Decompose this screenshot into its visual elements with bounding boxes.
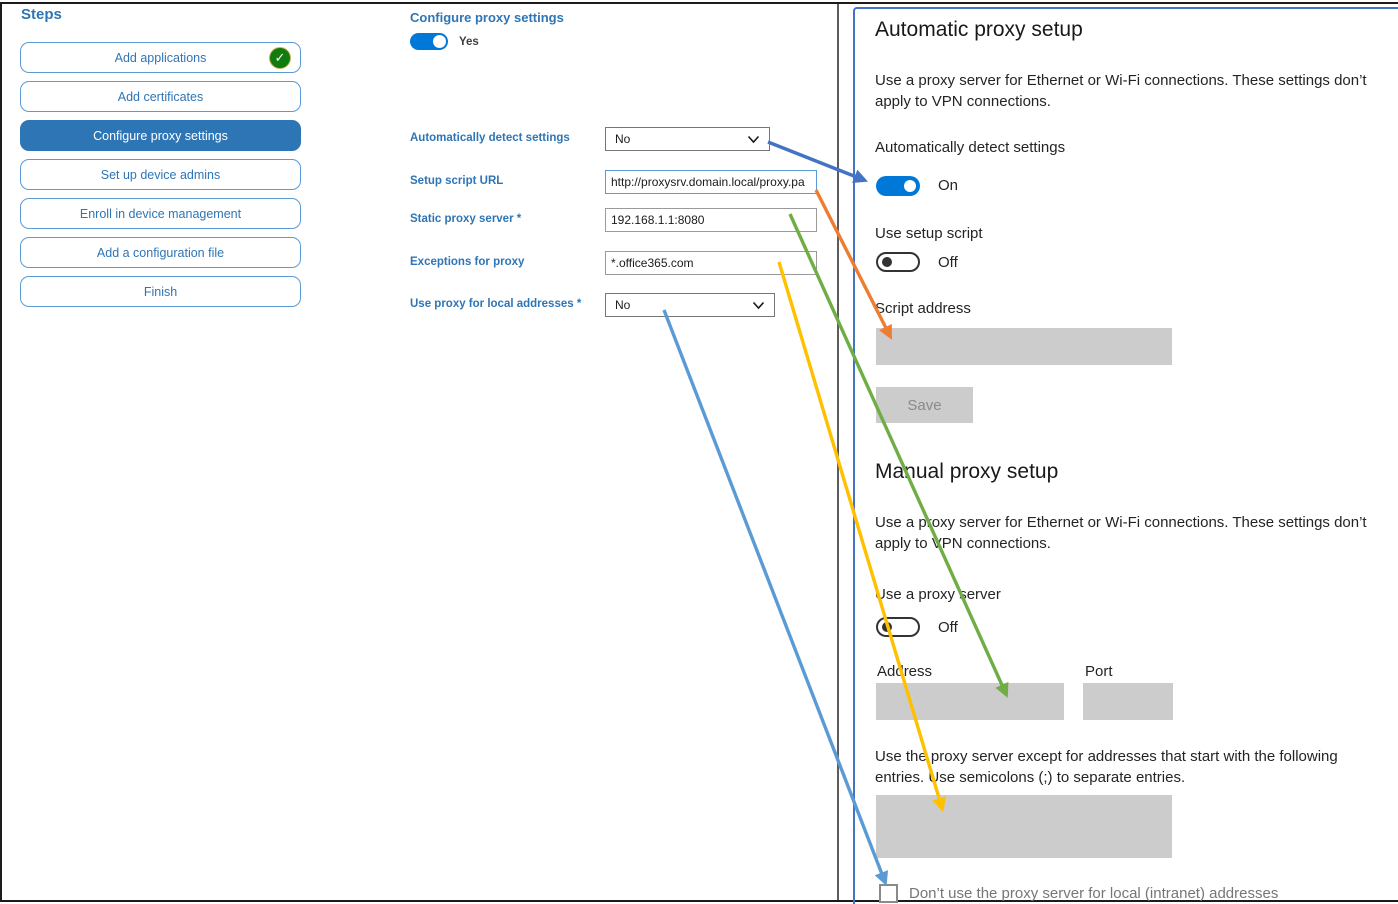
local-addresses-checkbox[interactable] <box>879 884 898 903</box>
proxy-exceptions-description: Use the proxy server except for addresse… <box>875 748 1338 786</box>
window-border-left <box>0 2 2 902</box>
configure-proxy-heading: Configure proxy settings <box>410 10 564 25</box>
toggle-knob-icon <box>882 257 892 267</box>
proxy-port-input[interactable] <box>1083 683 1173 720</box>
use-setup-script-toggle-state: Off <box>938 254 958 271</box>
steps-title: Steps <box>21 6 62 23</box>
toggle-knob-icon <box>904 180 916 192</box>
step-label: Add certificates <box>117 89 204 104</box>
use-proxy-server-toggle-state: Off <box>938 619 958 636</box>
manual-proxy-description: Use a proxy server for Ethernet or Wi-Fi… <box>875 514 1367 552</box>
use-proxy-server-toggle[interactable] <box>876 617 920 637</box>
step-label: Enroll in device management <box>79 206 242 221</box>
automatically-detect-settings-select[interactable]: No <box>605 127 770 151</box>
step-set-up-device-admins[interactable]: Set up device admins <box>20 159 301 190</box>
step-label: Set up device admins <box>100 167 221 182</box>
use-proxy-server-label: Use a proxy server <box>875 586 1001 603</box>
window-border-top <box>0 2 1398 4</box>
field-label-exceptions-for-proxy: Exceptions for proxy <box>410 256 525 268</box>
automatic-proxy-heading: Automatic proxy setup <box>875 18 1083 41</box>
detect-settings-label: Automatically detect settings <box>875 139 1066 156</box>
local-addresses-checkbox-label: Don’t use the proxy server for local (in… <box>909 885 1279 902</box>
step-add-a-configuration-file[interactable]: Add a configuration file <box>20 237 301 268</box>
select-value: No <box>615 132 631 146</box>
step-add-applications[interactable]: Add applications ✓ <box>20 42 301 73</box>
use-setup-script-label: Use setup script <box>875 225 983 242</box>
configure-proxy-toggle-state: Yes <box>459 36 479 48</box>
script-address-label: Script address <box>875 300 971 317</box>
step-label: Configure proxy settings <box>93 128 228 143</box>
step-label: Finish <box>143 284 178 299</box>
field-label-automatically-detect-settings: Automatically detect settings <box>410 132 570 144</box>
address-label: Address <box>877 663 933 680</box>
use-setup-script-toggle[interactable] <box>876 252 920 272</box>
step-label: Add applications <box>114 50 207 65</box>
select-value: No <box>615 298 631 312</box>
field-label-static-proxy-server: Static proxy server * <box>410 213 522 225</box>
toggle-knob-icon <box>433 35 446 48</box>
field-label-setup-script-url: Setup script URL <box>410 175 504 187</box>
manual-proxy-heading: Manual proxy setup <box>875 460 1059 483</box>
step-finish[interactable]: Finish <box>20 276 301 307</box>
proxy-exceptions-textarea[interactable] <box>876 795 1172 858</box>
chevron-down-icon <box>752 301 765 309</box>
exceptions-for-proxy-input[interactable] <box>605 251 817 275</box>
step-label: Add a configuration file <box>96 245 225 260</box>
window-border-bottom <box>0 900 1398 902</box>
toggle-knob-icon <box>882 622 892 632</box>
detect-settings-toggle[interactable] <box>876 176 920 196</box>
step-enroll-in-device-management[interactable]: Enroll in device management <box>20 198 301 229</box>
use-proxy-for-local-addresses-select[interactable]: No <box>605 293 775 317</box>
step-configure-proxy-settings[interactable]: Configure proxy settings <box>20 120 301 151</box>
proxy-address-input[interactable] <box>876 683 1064 720</box>
panel-divider <box>837 4 839 900</box>
arrow-local-addresses <box>662 309 889 886</box>
port-label: Port <box>1085 663 1113 680</box>
static-proxy-server-input[interactable] <box>605 208 817 232</box>
field-label-use-proxy-for-local-addresses: Use proxy for local addresses * <box>410 298 582 310</box>
detect-settings-toggle-state: On <box>938 177 959 194</box>
chevron-down-icon <box>747 135 760 143</box>
script-address-input[interactable] <box>876 328 1172 365</box>
save-button[interactable]: Save <box>876 387 973 423</box>
step-add-certificates[interactable]: Add certificates <box>20 81 301 112</box>
setup-script-url-input[interactable] <box>605 170 817 194</box>
automatic-proxy-description: Use a proxy server for Ethernet or Wi-Fi… <box>875 72 1367 110</box>
check-icon: ✓ <box>269 46 291 69</box>
configure-proxy-toggle[interactable] <box>410 33 448 50</box>
